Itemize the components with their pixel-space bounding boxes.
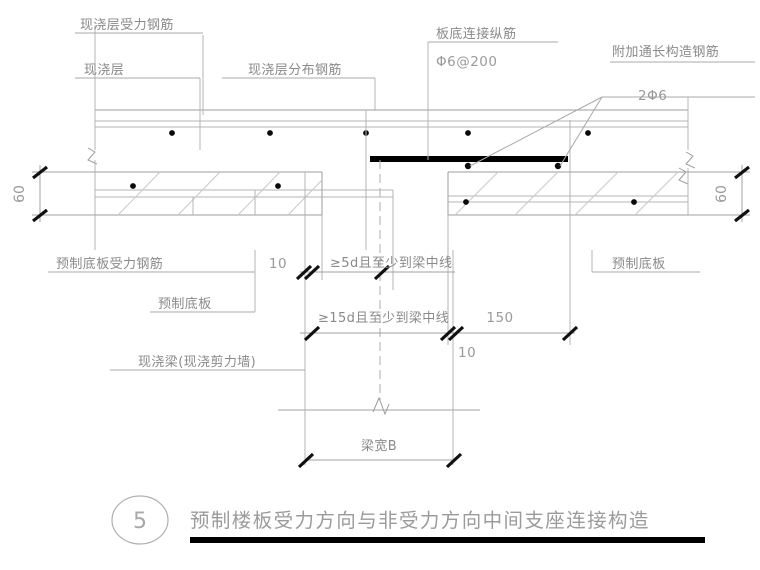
- leader-precast-slab-left: [150, 272, 256, 313]
- label-cast-beam-shear-wall: 现浇梁(现浇剪力墙): [138, 354, 256, 370]
- precast-slab-right: [447, 171, 688, 216]
- break-symbol-topping-right: [685, 151, 696, 169]
- label-cast-layer: 现浇层: [84, 63, 124, 78]
- dimension-anchorage-5d-value: ≥5d且至少到梁中线: [330, 256, 452, 271]
- leader-precast-slab-main-rebar: [48, 250, 256, 273]
- dimension-lap-150-value: 150: [486, 310, 513, 326]
- dimension-gap-left-value: 10: [269, 256, 287, 272]
- label-additional-through-rebar-spec: 2Φ6: [638, 88, 667, 104]
- leader-precast-slab-right: [591, 250, 700, 273]
- label-precast-slab-main-rebar: 预制底板受力钢筋: [56, 256, 163, 272]
- label-slab-bottom-connect-rebar: 板底连接纵筋: [436, 26, 516, 42]
- label-additional-through-rebar: 附加通长构造钢筋: [612, 44, 719, 60]
- title-text: 预制楼板受力方向与非受力方向中间支座连接构造: [190, 509, 650, 532]
- additional-through-rebar-bar: [370, 156, 568, 170]
- slab-bottom-connect-rebar-stub: [322, 189, 394, 198]
- label-cast-layer-distribution-rebar: 现浇层分布钢筋: [248, 62, 342, 78]
- label-slab-bottom-connect-rebar-spec: Φ6@200: [436, 54, 497, 70]
- leader-cast-layer-distribution-rebar: [222, 77, 376, 110]
- dimension-left-thickness-value: 60: [12, 185, 28, 203]
- dimension-anchorage-15d-value: ≥15d且至少到梁中线: [318, 311, 449, 326]
- label-precast-slab-right: 预制底板: [612, 256, 666, 272]
- dimension-right-thickness-value: 60: [714, 185, 730, 203]
- break-symbol-topping-left: [87, 147, 98, 165]
- precast-slab-left-support-lines: [192, 190, 256, 215]
- dimension-left-thickness: 60: [12, 165, 95, 223]
- dimension-right-thickness: 60: [688, 165, 750, 223]
- title-tag-number: 5: [133, 509, 147, 534]
- dimension-gap-right-value: 10: [458, 345, 476, 361]
- precast-slab-left: [95, 171, 393, 216]
- label-cast-layer-main-rebar: 现浇层受力钢筋: [80, 17, 174, 33]
- label-precast-slab-left: 预制底板: [158, 296, 212, 312]
- title-underline: [190, 537, 705, 543]
- dimension-row-anchorage-15d: [300, 325, 579, 342]
- break-symbol-precast-right: [678, 167, 689, 185]
- leader-additional-through-rebar: [469, 96, 755, 167]
- dimension-row-beam-width: [278, 409, 480, 469]
- title-tag-circle: [111, 495, 169, 545]
- projection-lines: [94, 25, 689, 460]
- dimension-beam-width-value: 梁宽B: [361, 438, 397, 454]
- title-block: 5 预制楼板受力方向与非受力方向中间支座连接构造: [111, 495, 705, 545]
- topping-rebar-dots: [169, 130, 591, 136]
- leader-slab-bottom-connect-rebar: [427, 41, 558, 160]
- cast-in-place-topping-layer: [95, 109, 688, 128]
- dimension-row-anchorage-5d: [295, 264, 455, 281]
- break-symbol-centerline: [372, 396, 390, 416]
